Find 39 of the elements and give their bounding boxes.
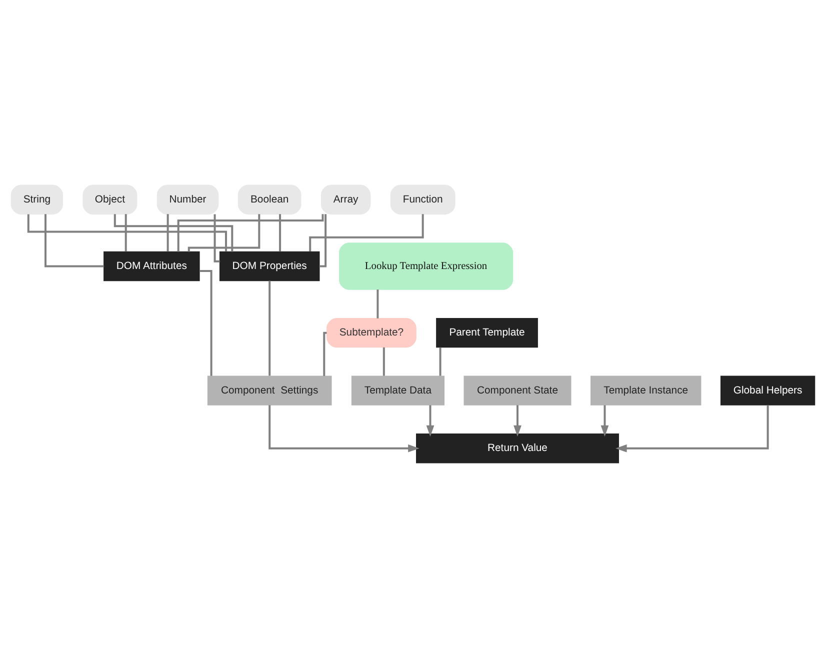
connector: [268, 280, 271, 376]
connector: [27, 214, 228, 251]
node-box: Template Data: [351, 375, 444, 405]
node-box: Object: [82, 184, 138, 214]
connector: [166, 214, 169, 252]
node-box: Global Helpers: [720, 375, 816, 405]
node-box: Function: [390, 184, 456, 214]
connector: [376, 289, 379, 318]
node-box: Return Value: [416, 433, 619, 463]
node-box: Component State: [464, 375, 572, 405]
node-box: Component Settings: [207, 375, 332, 405]
node-box: Number: [156, 184, 219, 214]
node-box: String: [10, 184, 64, 214]
arrow: [426, 404, 434, 436]
arrow: [600, 404, 609, 436]
connector: [214, 214, 220, 262]
node-box: Array: [320, 184, 371, 214]
connector: [323, 331, 327, 376]
connector: [44, 214, 104, 267]
node-box: Template Instance: [590, 375, 702, 405]
connector: [319, 214, 327, 267]
connector: [177, 214, 324, 252]
arrow: [514, 404, 522, 436]
node-box: Lookup Template Expression: [339, 242, 514, 290]
node-box: DOM Attributes: [104, 250, 200, 281]
connector: [188, 214, 260, 252]
connector: [382, 346, 385, 376]
arrow: [616, 404, 769, 452]
connector: [309, 214, 424, 251]
connector: [200, 270, 212, 376]
connector: [114, 214, 234, 252]
connector: [124, 214, 127, 252]
arrow: [268, 404, 420, 452]
node-box: Parent Template: [436, 317, 538, 348]
node-box: Boolean: [238, 184, 302, 214]
connector: [279, 214, 282, 252]
node-box: Subtemplate?: [326, 317, 416, 348]
connector: [439, 346, 442, 376]
node-box: DOM Properties: [219, 250, 320, 281]
